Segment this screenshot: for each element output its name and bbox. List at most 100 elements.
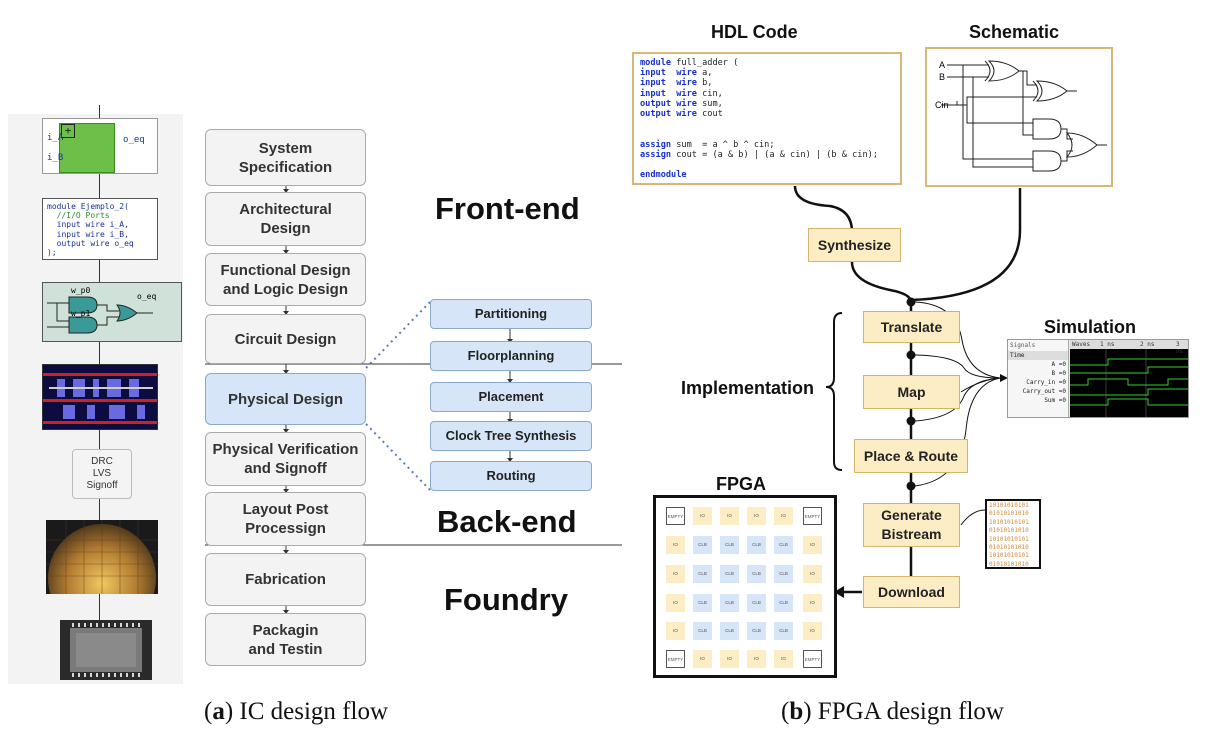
code-line: output wire cout	[640, 109, 723, 120]
stage-foundry: Foundry	[444, 582, 568, 617]
substep-clock-tree-synthesis: Clock Tree Synthesis	[430, 421, 592, 451]
code-line: module full_adder (	[640, 58, 739, 68]
sim-tick: 3 ns	[1176, 341, 1184, 355]
code-line: module Ejemplo_2(	[47, 202, 129, 211]
fpga-cell-clb: CLB	[693, 594, 712, 612]
caption-text: ) IC design flow	[224, 698, 388, 725]
code-line: input wire b,	[640, 78, 713, 89]
fpga-cell-clb: CLB	[720, 594, 739, 612]
step-system-specification: System Specification	[205, 129, 366, 186]
substep-routing: Routing	[430, 461, 592, 491]
step-functional-logic-design: Functional Design and Logic Design	[205, 253, 366, 306]
fpga-cell-empty: EMPTY	[803, 507, 822, 525]
wire-label: w_p1	[71, 309, 90, 318]
sim-time-header: Time	[1008, 351, 1068, 360]
caption-b: (b) FPGA design flow	[781, 698, 1004, 725]
bitstream-line: 01010101010	[989, 544, 1029, 552]
sim-signal-row: Carry_out =0	[1022, 388, 1066, 395]
full-adder-schematic: A B Cin	[935, 60, 1107, 172]
step-architectural-design: Architectural Design	[205, 192, 366, 246]
port-label: i_B	[47, 153, 64, 163]
fpga-title: FPGA	[716, 474, 767, 494]
substep-floorplanning: Floorplanning	[430, 341, 592, 371]
fpga-cell-clb: CLB	[774, 536, 793, 554]
implementation-label: Implementation	[681, 378, 815, 398]
hdl-code-box: module full_adder (input wire a,input wi…	[632, 52, 902, 185]
verilog-code-thumbnail: module Ejemplo_2( //I/O Ports input wire…	[42, 198, 158, 260]
sim-signal-row: A =0	[1051, 361, 1066, 368]
fpga-cell-io: IO	[774, 507, 793, 525]
layout-thumbnail	[42, 364, 158, 430]
code-line: input wire cin,	[640, 88, 723, 99]
substep-partitioning: Partitioning	[430, 299, 592, 329]
wire-label: o_eq	[137, 292, 156, 301]
schematic-input-label: B	[939, 72, 945, 82]
code-line: input wire i_B,	[47, 229, 129, 239]
code-line: input wire a,	[640, 68, 713, 79]
fpga-cell-clb: CLB	[693, 565, 712, 583]
fpga-cell-io: IO	[720, 650, 739, 668]
rtl-block-body	[59, 123, 115, 173]
fpga-cell-io: IO	[803, 594, 822, 612]
wafer-drawing	[46, 520, 158, 594]
sim-waveforms	[1070, 349, 1188, 417]
port-label: i_A	[47, 133, 64, 143]
generate-bitstream-box: Generate Bistream	[863, 503, 960, 547]
fpga-cell-io: IO	[803, 565, 822, 583]
code-line: input wire i_A,	[47, 220, 129, 230]
step-fabrication: Fabrication	[205, 553, 366, 606]
sim-signals-header: Signals	[1010, 342, 1036, 349]
fpga-cell-io: IO	[720, 507, 739, 525]
fpga-cell-io: IO	[774, 650, 793, 668]
caption-letter: b	[789, 698, 804, 725]
bitstream-line: 10101010101	[989, 502, 1029, 509]
fpga-cell-empty: EMPTY	[666, 507, 685, 525]
fpga-cell-clb: CLB	[774, 594, 793, 612]
chip-drawing	[60, 620, 152, 680]
fpga-cell-empty: EMPTY	[803, 650, 822, 668]
schematic-input-label: Cin	[935, 100, 949, 110]
bitstream-line: 10101010101	[989, 535, 1029, 543]
fpga-cell-io: IO	[666, 594, 685, 612]
bitstream-line: 10101010101	[989, 552, 1029, 560]
fpga-cell-io: IO	[666, 536, 685, 554]
map-box: Map	[863, 375, 960, 409]
bitstream-line: 01010101010	[989, 560, 1029, 568]
fpga-cell-clb: CLB	[774, 565, 793, 583]
caption-letter: a	[212, 698, 225, 725]
drc-lvs-signoff-box: DRC LVS Signoff	[72, 449, 132, 499]
code-line: output wire sum,	[640, 98, 723, 109]
fpga-cell-clb: CLB	[747, 622, 766, 640]
code-line: endmodule	[640, 170, 687, 181]
bitstream-line: 10101010101	[989, 518, 1029, 526]
fpga-cell-clb: CLB	[720, 565, 739, 583]
fpga-grid: EMPTY IO IO IO IO EMPTY IO CLB CLB CLB C…	[653, 495, 837, 678]
caption-text: ) FPGA design flow	[803, 698, 1004, 725]
port-label: o_eq	[123, 135, 145, 145]
download-box: Download	[863, 576, 960, 608]
sim-signal-row: Sum =0	[1044, 397, 1066, 404]
simulation-window: Signals Time A =0 B =0 Carry_in =0 Carry…	[1007, 339, 1189, 418]
rtl-block-thumbnail: + i_A i_B o_eq	[42, 118, 158, 174]
fpga-cell-clb: CLB	[774, 622, 793, 640]
place-route-box: Place & Route	[854, 439, 968, 473]
caption-a: (a) IC design flow	[204, 698, 388, 725]
substep-placement: Placement	[430, 382, 592, 412]
code-line: assign sum = a ^ b ^ cin;	[640, 139, 775, 150]
fpga-cell-clb: CLB	[693, 536, 712, 554]
fpga-cell-clb: CLB	[720, 536, 739, 554]
hdl-code-title: HDL Code	[711, 22, 798, 42]
bitstream-line: 01010101010	[989, 510, 1029, 518]
wire-label: w_p0	[71, 286, 90, 295]
packaged-chip-photo	[60, 620, 152, 680]
code-line: output wire o_eq	[47, 238, 134, 248]
sim-waves-header: Waves	[1072, 341, 1091, 348]
fpga-cell-io: IO	[666, 565, 685, 583]
fpga-cell-empty: EMPTY	[666, 650, 685, 668]
fpga-cell-io: IO	[693, 650, 712, 668]
step-circuit-design: Circuit Design	[205, 314, 366, 364]
schematic-input-label: A	[939, 60, 945, 70]
schematic-box: A B Cin	[925, 47, 1113, 187]
step-packaging-testing: Packagin and Testin	[205, 613, 366, 666]
